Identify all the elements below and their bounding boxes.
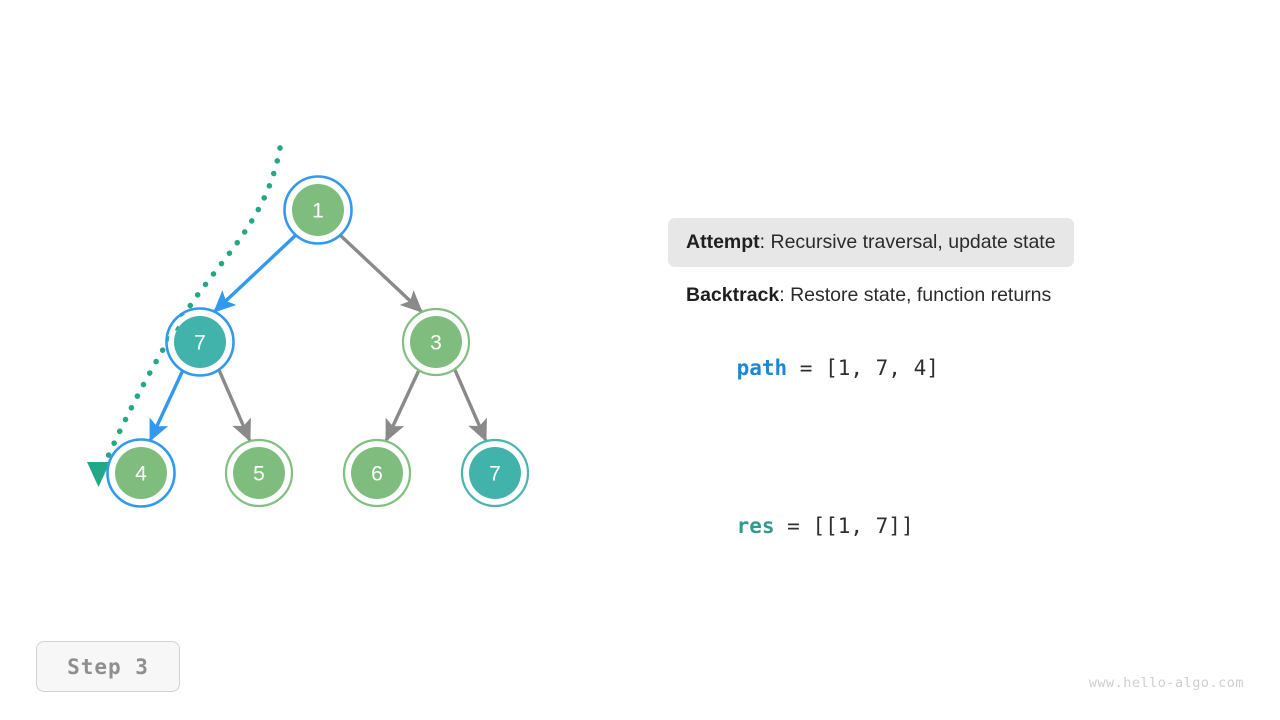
node-outer-ring	[460, 438, 530, 508]
res-variable-name: res	[736, 514, 775, 538]
node-body	[174, 316, 226, 368]
node-value: 1	[312, 200, 324, 223]
tree-node-6[interactable]: 6	[342, 438, 412, 508]
node-value: 4	[135, 463, 147, 486]
node-outer-ring	[401, 307, 471, 377]
node-body	[351, 447, 403, 499]
node-inner-ring	[345, 441, 409, 505]
node-body	[469, 447, 521, 499]
tree-node-7-right[interactable]: 7	[460, 438, 530, 508]
backtrack-line: Backtrack: Restore state, function retur…	[686, 282, 1206, 308]
tree-node-5[interactable]: 5	[224, 438, 294, 508]
node-body	[233, 447, 285, 499]
edge-7-to-5	[217, 369, 252, 442]
path-variable-name: path	[736, 356, 788, 380]
tree-node-4[interactable]: 4	[106, 438, 176, 508]
step-badge: Step 3	[36, 641, 180, 692]
node-value: 6	[371, 463, 383, 486]
node-value: 3	[430, 332, 442, 355]
edge-3-to-6	[384, 369, 421, 442]
res-variable-value: = [[1, 7]]	[774, 514, 914, 538]
node-value: 7	[489, 463, 501, 486]
backtrack-text: : Restore state, function returns	[779, 284, 1052, 306]
node-value: 5	[253, 463, 265, 486]
node-inner-ring	[227, 441, 291, 505]
path-state-line: path = [1, 7, 4]	[686, 332, 1206, 404]
node-value: 7	[194, 332, 206, 355]
node-inner-ring	[463, 441, 527, 505]
attempt-text: : Recursive traversal, update state	[759, 231, 1056, 253]
node-inner-ring	[286, 178, 350, 242]
node-inner-ring	[109, 441, 173, 505]
res-state-line: res = [[1, 7]]	[686, 490, 1206, 562]
node-inner-ring	[404, 310, 468, 374]
edge-3-to-7	[453, 369, 488, 442]
node-inner-ring	[168, 310, 232, 374]
attempt-label: Attempt	[686, 231, 760, 253]
tree-edges	[148, 233, 488, 442]
tree-node-3[interactable]: 3	[401, 307, 471, 377]
edge-1-to-3	[338, 233, 424, 314]
node-outer-ring	[342, 438, 412, 508]
tree-node-7-left[interactable]: 7	[165, 307, 235, 377]
edge-1-to-7	[212, 233, 298, 314]
path-variable-value: = [1, 7, 4]	[787, 356, 939, 380]
attempt-line: Attempt: Recursive traversal, update sta…	[668, 218, 1074, 267]
node-body	[410, 316, 462, 368]
node-body	[115, 447, 167, 499]
node-outer-ring	[224, 438, 294, 508]
state-info-panel: Attempt: Recursive traversal, update sta…	[668, 218, 1206, 562]
edge-7-to-4	[148, 369, 185, 442]
watermark: www.hello-algo.com	[1088, 675, 1244, 691]
node-body	[292, 184, 344, 236]
node-highlight-ring	[283, 175, 353, 245]
backtrack-label: Backtrack	[686, 284, 780, 306]
tree-nodes: 1 7 3 4 5	[106, 175, 530, 508]
tree-node-1[interactable]: 1	[283, 175, 353, 245]
traversal-cursor-arrow-icon	[87, 462, 110, 487]
node-highlight-ring	[165, 307, 235, 377]
node-highlight-ring	[106, 438, 176, 508]
